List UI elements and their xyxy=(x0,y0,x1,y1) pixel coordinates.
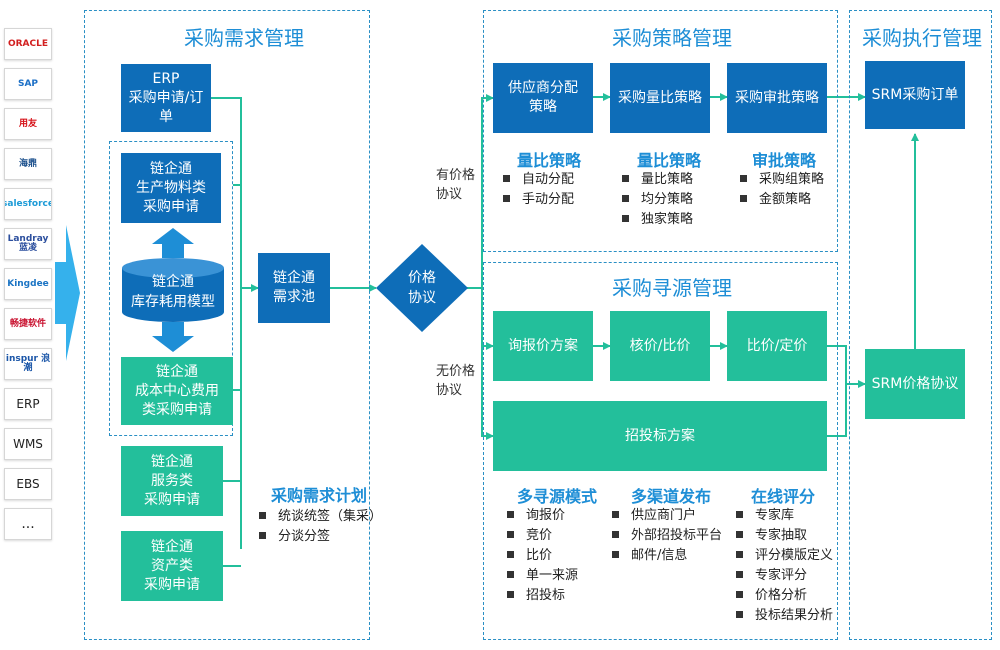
list-item: 询报价 xyxy=(507,506,578,526)
source-system-ebs: EBS xyxy=(4,468,52,500)
inventory-model[interactable] xyxy=(118,228,228,354)
list-item: 单一来源 xyxy=(507,566,578,586)
sourcing-group-3-title: 在线评分 xyxy=(751,487,816,506)
list-item: 供应商门户 xyxy=(612,506,722,526)
cylinder-icon xyxy=(122,268,224,322)
sourcing-group-3-list: 专家库专家抽取评分模版定义专家评分价格分析投标结果分析 xyxy=(736,506,833,626)
erp-request-box[interactable]: ERP 采购申请/订单 xyxy=(121,64,211,132)
inspur-logo: inspur 浪潮 xyxy=(4,348,52,380)
sourcing-title: 采购寻源管理 xyxy=(612,276,732,300)
price-agreement-label: 价格 协议 xyxy=(408,270,436,306)
source-system-more: ... xyxy=(4,508,52,540)
strategy-group-3-list: 采购组策略金额策略 xyxy=(740,170,824,210)
price-decision-box[interactable]: 比价/定价 xyxy=(727,311,827,381)
list-item: 招投标 xyxy=(507,586,578,606)
service-request-box[interactable]: 链企通 服务类 采购申请 xyxy=(121,446,223,516)
list-item: 比价 xyxy=(507,546,578,566)
list-item: 价格分析 xyxy=(736,586,833,606)
connector-to-strategy xyxy=(481,94,494,288)
connector-erp xyxy=(211,97,242,549)
srm-purchase-order-box[interactable]: SRM采购订单 xyxy=(865,61,965,129)
quantity-ratio-strategy-box[interactable]: 采购量比策略 xyxy=(610,63,710,133)
strategy-group-3-title: 审批策略 xyxy=(752,151,817,170)
supplier-allocation-strategy-box[interactable]: 供应商分配 策略 xyxy=(493,63,593,133)
with-price-label: 有价格 协议 xyxy=(436,168,476,202)
approval-strategy-box[interactable]: 采购审批策略 xyxy=(727,63,827,133)
salesforce-logo: salesforce xyxy=(4,188,52,220)
list-item: 投标结果分析 xyxy=(736,606,833,626)
price-check-box[interactable]: 核价/比价 xyxy=(610,311,710,381)
list-item: 外部招投标平台 xyxy=(612,526,722,546)
down-arrow-icon xyxy=(152,322,194,352)
strategy-title: 采购策略管理 xyxy=(612,26,732,50)
execution-title: 采购执行管理 xyxy=(862,26,982,50)
source-system-wms: WMS xyxy=(4,428,52,460)
sourcing-group-2-list: 供应商门户外部招投标平台邮件/信息 xyxy=(612,506,722,566)
strategy-group-1-title: 量比策略 xyxy=(517,151,582,170)
strategy-group-2-title: 量比策略 xyxy=(637,151,702,170)
inquiry-plan-box[interactable]: 询报价方案 xyxy=(493,311,593,381)
oracle-logo: ORACLE xyxy=(4,28,52,60)
demand-plan-title: 采购需求计划 xyxy=(271,486,368,505)
sourcing-group-1-title: 多寻源模式 xyxy=(517,487,598,506)
list-item: 评分模版定义 xyxy=(736,546,833,566)
list-item: 金额策略 xyxy=(740,190,824,210)
yonyou-logo: 用友 xyxy=(4,108,52,140)
list-item: 分谈分签 xyxy=(259,527,382,547)
list-item: 专家库 xyxy=(736,506,833,526)
connector-r3-agreement xyxy=(827,345,866,388)
without-price-label: 无价格 协议 xyxy=(436,364,476,398)
execution-panel xyxy=(849,10,992,640)
source-system-erp: ERP xyxy=(4,388,52,420)
list-item: 均分策略 xyxy=(622,190,693,210)
linkqi-inner-group xyxy=(109,141,233,436)
production-request-box[interactable]: 链企通 生产物料类 采购申请 xyxy=(121,153,221,223)
sourcing-group-2-title: 多渠道发布 xyxy=(631,487,712,506)
demand-pool-box[interactable]: 链企通 需求池 xyxy=(258,253,330,323)
cost-center-request-box[interactable]: 链企通 成本中心费用 类采购申请 xyxy=(121,357,233,425)
sourcing-group-1-list: 询报价竞价比价单一来源招投标 xyxy=(507,506,578,606)
list-item: 统谈统签（集采） xyxy=(259,507,382,527)
list-item: 邮件/信息 xyxy=(612,546,722,566)
sap-logo: SAP xyxy=(4,68,52,100)
list-item: 采购组策略 xyxy=(740,170,824,190)
demand-plan-list: 统谈统签（集采）分谈分签 xyxy=(259,507,382,547)
list-item: 自动分配 xyxy=(503,170,574,190)
inventory-model-label: 链企通 库存耗用模型 xyxy=(131,274,215,310)
list-item: 竞价 xyxy=(507,526,578,546)
tender-plan-box[interactable]: 招投标方案 xyxy=(493,401,827,471)
price-agreement-diamond[interactable] xyxy=(376,244,468,332)
strategy-panel xyxy=(483,10,838,252)
list-item: 量比策略 xyxy=(622,170,693,190)
asset-request-box[interactable]: 链企通 资产类 采购申请 xyxy=(121,531,223,601)
chanjet-logo: 畅捷软件 xyxy=(4,308,52,340)
list-item: 独家策略 xyxy=(622,210,693,230)
strategy-group-2-list: 量比策略均分策略独家策略 xyxy=(622,170,693,230)
srm-price-agreement-box[interactable]: SRM价格协议 xyxy=(865,349,965,419)
strategy-group-1-list: 自动分配手动分配 xyxy=(503,170,574,210)
sourcing-panel xyxy=(483,262,838,640)
hd-logo: 海鼎 xyxy=(4,148,52,180)
kingdee-logo: Kingdee xyxy=(4,268,52,300)
connector-to-tender xyxy=(481,346,494,440)
list-item: 手动分配 xyxy=(503,190,574,210)
list-item: 专家评分 xyxy=(736,566,833,586)
demand-title: 采购需求管理 xyxy=(184,26,304,50)
input-arrow xyxy=(55,225,80,361)
landray-logo: Landray 蓝凌 xyxy=(4,228,52,260)
list-item: 专家抽取 xyxy=(736,526,833,546)
connector-tender-agreement xyxy=(827,384,847,437)
up-arrow-icon xyxy=(152,228,194,258)
demand-panel xyxy=(84,10,370,640)
